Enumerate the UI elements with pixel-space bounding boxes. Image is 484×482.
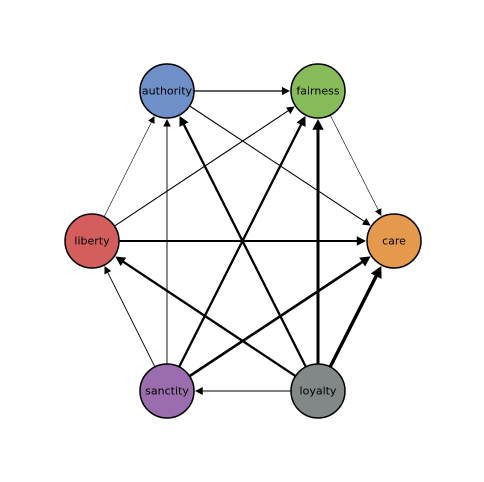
node-label: authority [142,85,193,98]
arrowhead-icon [148,116,155,124]
node-loyalty: loyalty [290,363,346,419]
edge-line [182,123,307,368]
arrowhead-icon [115,256,127,267]
edge-loyalty-to-sanctity [195,387,291,395]
edge-line [121,260,297,378]
edge-sanctity-to-fairness [178,116,306,368]
edge-authority-to-fairness [194,86,290,96]
node-fairness: fairness [290,63,346,119]
edge-loyalty-to-care [328,265,382,368]
edge-line [329,114,379,211]
edge-fairness-to-care [329,114,382,217]
arrowhead-icon [163,119,171,127]
arrowhead-icon [312,119,324,130]
edge-sanctity-to-liberty [104,266,156,368]
arrowhead-icon [281,86,290,96]
node-circle [366,213,422,269]
arrowhead-icon [179,116,189,127]
edge-liberty-to-fairness [114,106,295,227]
node-sanctity: sanctity [139,363,195,419]
node-circle [139,363,195,419]
node-circle [290,363,346,419]
edges-layer [103,86,382,395]
arrowhead-icon [375,208,382,217]
edge-loyalty-to-authority [179,116,307,368]
arrowhead-icon [370,265,382,279]
node-label: care [382,235,406,248]
edge-line [114,109,290,227]
node-label: sanctity [145,385,189,398]
node-authority: authority [139,63,195,119]
arrowhead-icon [104,266,112,275]
arrowhead-icon [356,236,366,246]
node-label: liberty [74,235,110,248]
edge-loyalty-to-liberty [115,256,297,378]
edge-sanctity-to-authority [163,119,171,364]
edge-loyalty-to-fairness [312,119,324,364]
arrowhead-icon [359,256,371,267]
edge-liberty-to-authority [103,116,155,217]
nodes-layer: authority fairness liberty care sanctity loya… [64,63,422,419]
edge-sanctity-to-care [188,256,371,378]
node-label: fairness [296,85,339,98]
node-liberty: liberty [64,213,120,269]
edge-line [188,260,364,378]
edge-line [189,105,366,223]
edge-line [178,123,303,368]
edge-line [103,121,153,217]
node-care: care [366,213,422,269]
arrowhead-icon [361,217,371,226]
arrowhead-icon [296,116,306,127]
arrowhead-icon [285,106,295,115]
node-circle [139,63,195,119]
edge-line [106,271,156,368]
node-label: loyalty [300,385,337,398]
node-circle [64,213,120,269]
arrowhead-icon [195,387,203,395]
edge-line [328,274,379,368]
node-circle [290,63,346,119]
edge-authority-to-care [189,105,371,226]
